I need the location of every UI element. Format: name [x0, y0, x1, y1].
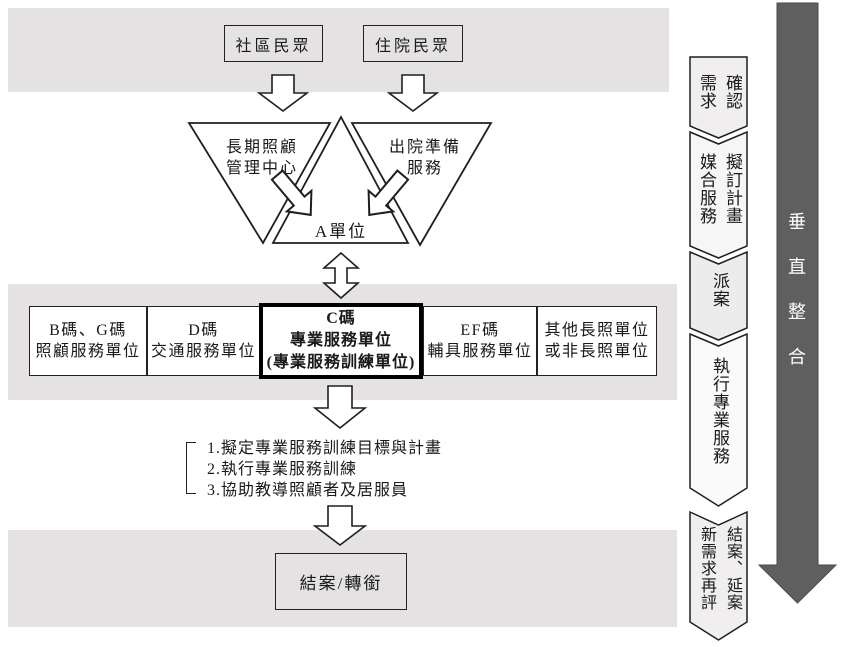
right-triangle-label: 出院準備 服務 [388, 139, 461, 177]
step-label-execute-service: 執行專業服務 [710, 357, 729, 465]
arrow-into-hub-right-icon [367, 169, 410, 217]
unit-box-bg-code: B碼、G碼 照顧服務單位 [29, 306, 147, 376]
vertical-integration-label: 垂直整合 [786, 212, 806, 392]
source-box-community: 社區民眾 [224, 25, 323, 62]
task-line-3: 3.協助教導照顧者及居服員 [207, 482, 409, 499]
arrow-down-to-closure-icon [312, 505, 368, 547]
chevron-step-4 [689, 332, 748, 507]
step-label-close-reassess: 結案、延案 新需求再評 [698, 525, 741, 611]
unit-box-c-code: C碼 專業服務單位 (專業服務訓練單位) [259, 303, 423, 379]
chevron-step-1 [689, 56, 748, 139]
step-label-plan-match: 擬訂計畫 媒合服務 [697, 153, 742, 225]
arrow-down-to-tasks-icon [312, 385, 368, 430]
task-line-2: 2.執行專業服務訓練 [207, 461, 358, 478]
arrow-into-hub-left-icon [270, 169, 313, 217]
chevron-step-5 [689, 510, 748, 641]
unit-box-d-code: D碼 交通服務單位 [147, 306, 260, 376]
chevron-step-3 [689, 250, 748, 341]
chevron-step-2 [689, 130, 748, 259]
task-bracket [186, 442, 196, 494]
unit-box-ef-code: EF碼 輔具服務單位 [423, 306, 537, 376]
source-box-inpatient: 住院民眾 [363, 25, 463, 62]
left-inverted-triangle [187, 122, 332, 245]
task-line-1: 1.擬定專業服務訓練目標與計畫 [207, 440, 443, 457]
step-label-dispatch: 派案 [710, 272, 729, 308]
double-arrow-icon [321, 251, 361, 300]
arrow-down-from-hospital-icon [386, 74, 440, 112]
closure-box: 結案/轉銜 [275, 553, 407, 610]
left-triangle-label: 長期照顧 管理中心 [225, 139, 298, 177]
hub-label: A單位 [314, 222, 368, 241]
top-gray-band [8, 8, 669, 92]
unit-box-other: 其他長照單位 或非長照單位 [537, 306, 657, 376]
arrow-down-from-community-icon [256, 74, 310, 112]
bottom-gray-band [8, 530, 677, 627]
vertical-integration-arrow [757, 2, 838, 604]
step-label-confirm-needs: 確認 需求 [697, 73, 742, 110]
